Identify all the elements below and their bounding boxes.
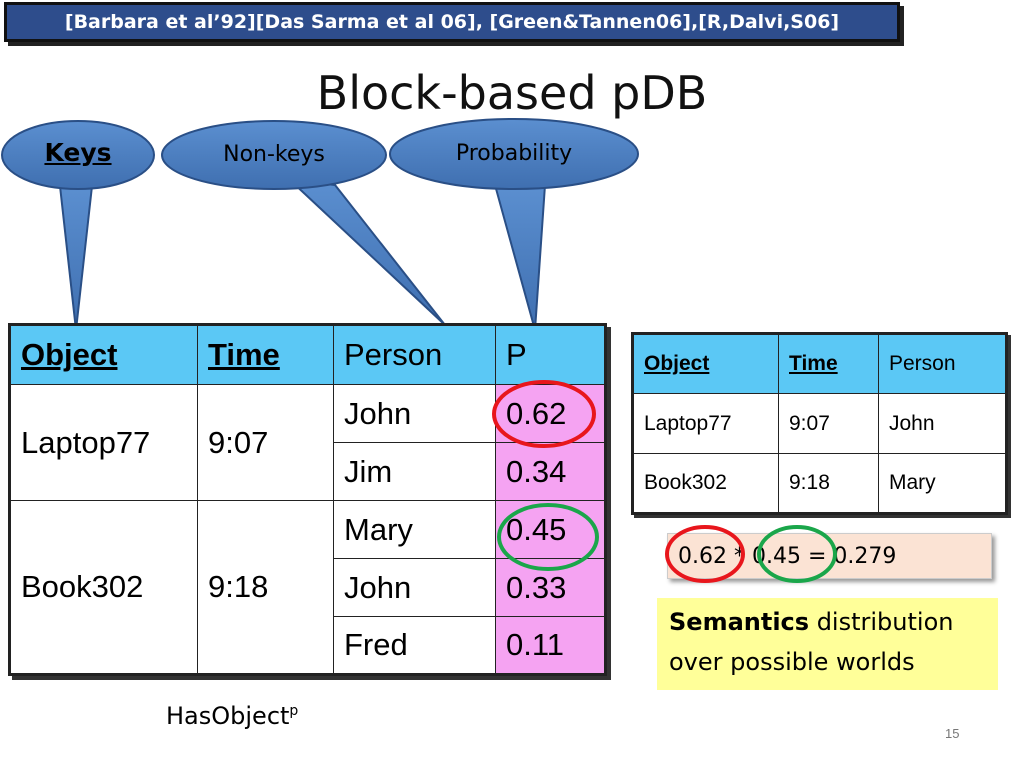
table-row: Fred 0.11: [10, 616, 606, 675]
header-object: Object: [632, 333, 779, 394]
table-row: Laptop77 9:07 John: [632, 393, 1007, 454]
cell-time: 9:07: [778, 393, 879, 454]
cell-probability: 0.62: [495, 384, 606, 443]
page-number: 15: [945, 726, 960, 741]
cell-person: John: [333, 558, 496, 617]
keys-bubble: [1, 120, 155, 190]
caption-superscript: p: [289, 703, 299, 719]
cell-time: 9:18: [197, 500, 334, 675]
header-person: Person: [878, 333, 1007, 394]
cell-object: Book302: [632, 453, 779, 514]
cell-person: Jim: [333, 442, 496, 501]
cell-time: 9:07: [197, 384, 334, 501]
cell-person: Fred: [333, 616, 496, 675]
header-time: Time: [197, 324, 334, 385]
probability-callout: [493, 184, 547, 331]
header-p: P: [495, 324, 606, 385]
probability-calculation: 0.62 * 0.45 = 0.279: [667, 533, 992, 579]
keys-callout: [58, 185, 94, 331]
table-row: Jim 0.34: [10, 442, 606, 501]
nonkeys-callout: [287, 178, 446, 326]
cell-probability: 0.33: [495, 558, 606, 617]
header-object: Object: [9, 324, 198, 385]
cell-object: Laptop77: [632, 393, 779, 454]
cell-probability: 0.34: [495, 442, 606, 501]
probability-label: Probability: [455, 141, 573, 166]
probability-bubble: [389, 118, 639, 190]
cell-probability: 0.11: [495, 616, 606, 675]
nonkeys-bubble: [161, 120, 387, 190]
nonkeys-label: Non-keys: [223, 142, 325, 167]
cell-time: 9:18: [778, 453, 879, 514]
cell-person: John: [878, 393, 1007, 454]
cell-person: Mary: [333, 500, 496, 559]
header-time: Time: [778, 333, 879, 394]
table-row: Book302 9:18 Mary: [632, 453, 1007, 514]
cell-object: Laptop77: [9, 384, 198, 501]
table-row: Laptop77 9:07 John 0.62: [9, 384, 606, 501]
possible-world-table: Object Time Person Laptop77 9:07 John Bo…: [631, 332, 1008, 515]
cell-person: John: [333, 384, 496, 443]
caption-text: HasObject: [166, 702, 290, 730]
table-row: Book302 9:18 Mary 0.45: [9, 500, 606, 675]
semantics-rest: distribution over possible worlds: [669, 608, 954, 676]
header-person: Person: [333, 324, 496, 385]
citation-bar: [Barbara et al’92][Das Sarma et al 06], …: [4, 2, 900, 42]
table-header-row: Object Time Person P: [9, 324, 606, 385]
semantics-bold: Semantics: [669, 608, 810, 636]
cell-probability: 0.45: [495, 500, 606, 559]
cell-person: Mary: [878, 453, 1007, 514]
cell-object: Book302: [9, 500, 198, 675]
slide-title: Block-based pDB: [316, 66, 708, 120]
keys-label: Keys: [44, 138, 112, 167]
hasobject-table: Object Time Person P Laptop77 9:07 John …: [8, 323, 607, 676]
table-caption: HasObjectp: [166, 702, 298, 730]
semantics-note: Semantics distribution over possible wor…: [657, 598, 998, 690]
table-header-row: Object Time Person: [632, 333, 1007, 394]
